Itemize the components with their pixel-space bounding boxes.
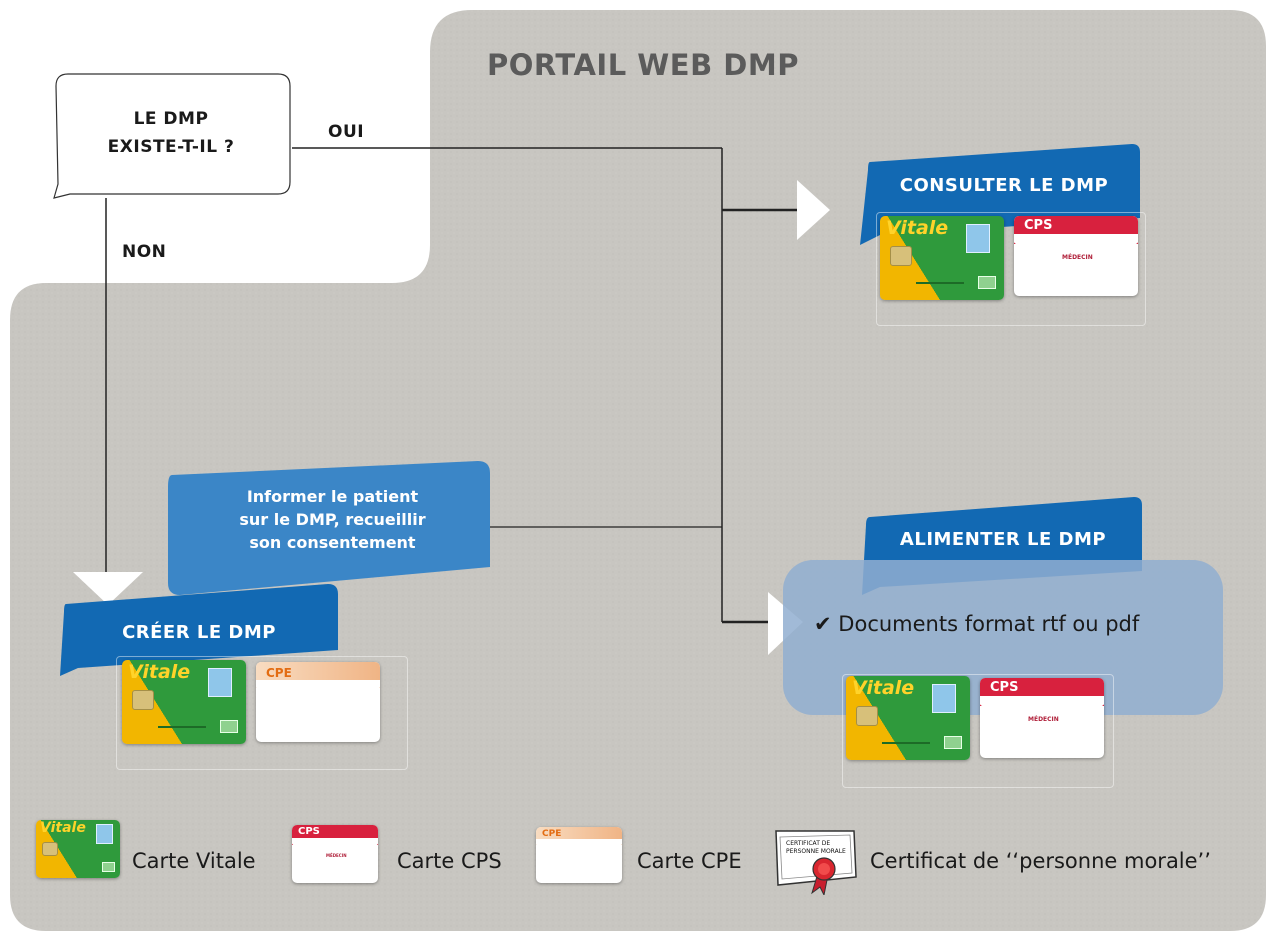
feed-cps-card: CPS MÉDECIN (980, 678, 1104, 758)
badge-icon (220, 720, 238, 733)
create-vitale-card: Vitale (122, 660, 246, 744)
feed-cps-name: MÉDECIN (1028, 716, 1059, 723)
create-cpe-logo: CPE (266, 666, 292, 680)
consult-vitale-word: Vitale (886, 217, 949, 239)
card-text-line (916, 282, 964, 284)
consult-vitale-card: Vitale (880, 216, 1004, 300)
arrow-consult (797, 180, 830, 240)
legend-vitale-label: Carte Vitale (132, 849, 256, 873)
card-text-line (158, 726, 206, 728)
legend-cpe-card: CPE (536, 827, 622, 883)
legend-certificate-label: Certificat de ‘‘personne morale’’ (870, 849, 1211, 873)
question-text: LE DMP EXISTE-T-IL ? (50, 105, 292, 161)
documents-note: ✔ Documents format rtf ou pdf (814, 612, 1139, 636)
chip-icon (42, 842, 58, 856)
cpe-swoosh (536, 839, 622, 849)
legend-cpe-label: Carte CPE (637, 849, 742, 873)
legend-vitale-word: Vitale (40, 820, 86, 836)
photo-icon (208, 668, 232, 697)
badge-icon (102, 862, 115, 872)
question-bubble (53, 73, 291, 199)
cpe-swoosh (256, 680, 380, 694)
legend-cps-name: MÉDECIN (326, 853, 347, 858)
legend-vitale-card: Vitale (36, 820, 120, 878)
consult-cps-logo: CPS (1024, 218, 1053, 233)
legend-cps-card: CPS MÉDECIN (292, 825, 378, 883)
photo-icon (932, 684, 956, 713)
consult-cps-name: MÉDECIN (1062, 254, 1093, 261)
branch-no-label: NON (122, 242, 167, 262)
create-banner-shape (60, 584, 338, 676)
feed-vitale-word: Vitale (852, 677, 915, 699)
consult-cps-card: CPS MÉDECIN (1014, 216, 1138, 296)
create-cpe-card: CPE (256, 662, 380, 742)
inform-line-2: sur le DMP, recueillir (239, 510, 426, 529)
create-vitale-word: Vitale (128, 661, 191, 683)
cps-swoosh (292, 838, 378, 849)
chip-icon (132, 690, 154, 710)
arrow-create (73, 572, 143, 605)
cps-swoosh (1014, 234, 1138, 250)
check-icon: ✔ (814, 612, 832, 636)
chip-icon (856, 706, 878, 726)
photo-icon (966, 224, 990, 253)
create-label: CRÉER LE DMP (122, 622, 276, 643)
feed-card-frame (842, 674, 1114, 788)
inform-line-3: son consentement (249, 533, 416, 552)
svg-text:CERTIFICAT DE: CERTIFICAT DE (786, 840, 830, 847)
question-line-1: LE DMP (133, 109, 209, 129)
badge-icon (944, 736, 962, 749)
card-text-line (882, 742, 930, 744)
question-line-2: EXISTE-T-IL ? (107, 137, 235, 157)
consult-label: CONSULTER LE DMP (899, 175, 1109, 196)
inform-line-1: Informer le patient (246, 487, 419, 506)
feed-label: ALIMENTER LE DMP (899, 529, 1107, 550)
certificate-icon: CERTIFICAT DE PERSONNE MORALE (775, 830, 857, 895)
badge-icon (978, 276, 996, 289)
svg-text:PERSONNE MORALE: PERSONNE MORALE (786, 848, 846, 855)
create-card-frame (116, 656, 408, 770)
feed-vitale-card: Vitale (846, 676, 970, 760)
portal-title: PORTAIL WEB DMP (487, 48, 799, 82)
documents-note-text: Documents format rtf ou pdf (838, 612, 1140, 636)
chip-icon (890, 246, 912, 266)
photo-icon (96, 824, 113, 844)
inform-text: Informer le patient sur le DMP, recueill… (165, 485, 500, 554)
consult-card-frame (876, 212, 1146, 326)
inform-box-shape (168, 461, 490, 595)
legend-cps-logo: CPS (298, 826, 320, 837)
legend-cpe-logo: CPE (542, 829, 562, 839)
feed-cps-logo: CPS (990, 680, 1019, 695)
legend-cps-label: Carte CPS (397, 849, 502, 873)
branch-yes-label: OUI (328, 122, 365, 142)
cps-swoosh (980, 696, 1104, 712)
